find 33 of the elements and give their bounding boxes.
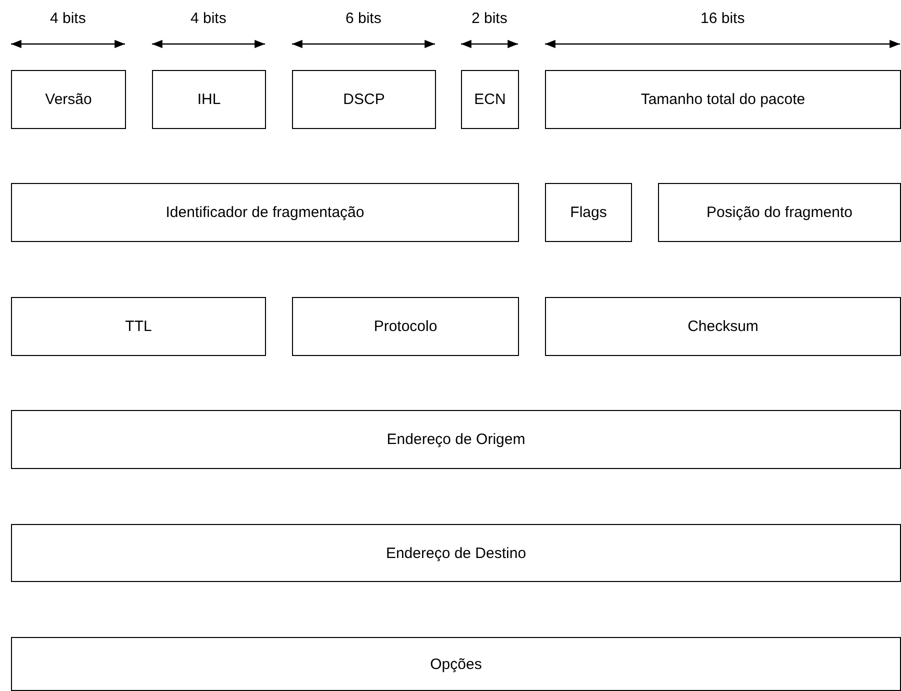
field-box — [292, 297, 519, 356]
field-box — [152, 70, 266, 129]
bit-width-label: 2 bits — [472, 10, 508, 27]
field-box — [11, 70, 126, 129]
field-box — [545, 297, 901, 356]
field-name: Tamanho total do pacote — [640, 91, 806, 108]
field-box — [11, 297, 266, 356]
field-box — [11, 524, 901, 582]
field-name: Flags — [570, 204, 607, 221]
bit-width-label: 4 bits — [50, 10, 86, 27]
field-name: Endereço de Origem — [386, 431, 526, 448]
field-name: Opções — [430, 656, 482, 672]
field-name: Protocolo — [374, 318, 438, 335]
field-name: TTL — [125, 318, 152, 335]
bit-width-label: 6 bits — [346, 10, 382, 27]
field-box — [545, 70, 901, 129]
field-name: DSCP — [343, 91, 385, 108]
field-box — [658, 183, 901, 242]
field-name: Identificador de fragmentação — [166, 204, 364, 221]
field-name: Endereço de Destino — [386, 544, 526, 562]
field-box — [545, 183, 632, 242]
field-box — [11, 637, 901, 691]
field-box — [292, 70, 436, 129]
field-name: Versão — [45, 91, 92, 108]
bit-width-label: 4 bits — [190, 10, 226, 27]
bit-width-label: 16 bits — [700, 10, 745, 27]
field-name: IHL — [197, 91, 221, 108]
field-box — [461, 70, 519, 129]
field-box — [11, 183, 519, 242]
field-box — [11, 410, 901, 469]
field-name: Posição do fragmento — [706, 204, 852, 221]
field-name: ECN — [474, 91, 506, 108]
field-name: Checksum — [688, 318, 758, 335]
